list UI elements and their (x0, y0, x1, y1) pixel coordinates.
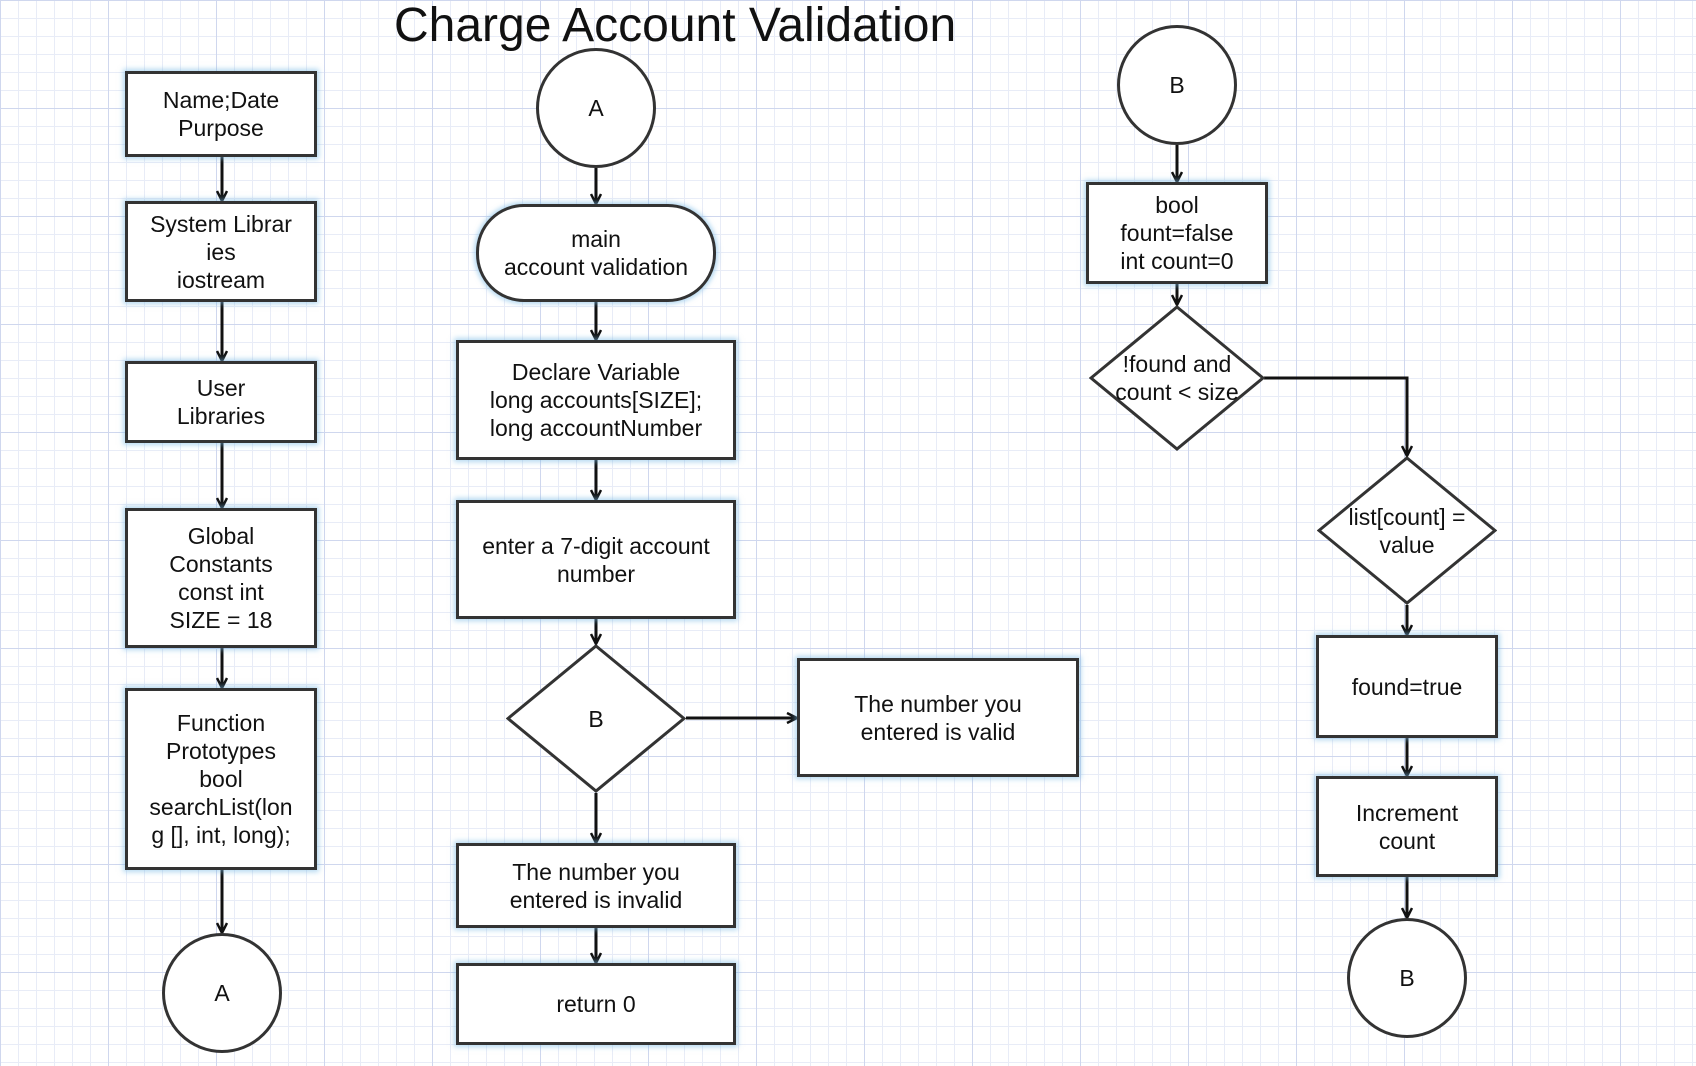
function-prototypes-box: Function Prototypes bool searchList(lon … (125, 688, 317, 870)
decision-b-shape (506, 644, 686, 793)
found-true-box: found=true (1316, 635, 1498, 738)
arrow-loop-to-compare (1264, 376, 1407, 455)
valid-message-box: The number you entered is valid (797, 658, 1079, 777)
decision-b: B (506, 644, 686, 793)
declare-variable-box: Declare Variable long accounts[SIZE]; lo… (456, 340, 736, 460)
init-variables-box: bool fount=false int count=0 (1086, 182, 1268, 284)
connector-a-end: A (162, 933, 282, 1053)
loop-condition-shape (1089, 305, 1265, 451)
compare-diamond: list[count] = value (1317, 456, 1497, 605)
loop-condition-diamond: !found and count < size (1089, 305, 1265, 451)
increment-count-box: Increment count (1316, 776, 1498, 877)
enter-account-box: enter a 7-digit account number (456, 500, 736, 619)
connector-a-start: A (536, 48, 656, 168)
decision-b-label: B (588, 705, 604, 732)
diagram-title: Charge Account Validation (394, 0, 957, 52)
global-constants-box: Global Constants const int SIZE = 18 (125, 508, 317, 648)
main-terminal: main account validation (476, 204, 716, 302)
user-libraries-box: User Libraries (125, 361, 317, 443)
loop-condition-label: !found and count < size (1115, 351, 1239, 405)
compare-shape (1317, 456, 1497, 605)
header-box: Name;Date Purpose (125, 71, 317, 157)
system-libraries-box: System Librar ies iostream (125, 201, 317, 302)
connector-b-start: B (1117, 25, 1237, 145)
invalid-message-box: The number you entered is invalid (456, 843, 736, 928)
compare-label: list[count] = value (1348, 503, 1466, 558)
return-box: return 0 (456, 963, 736, 1045)
connector-b-end: B (1347, 918, 1467, 1038)
